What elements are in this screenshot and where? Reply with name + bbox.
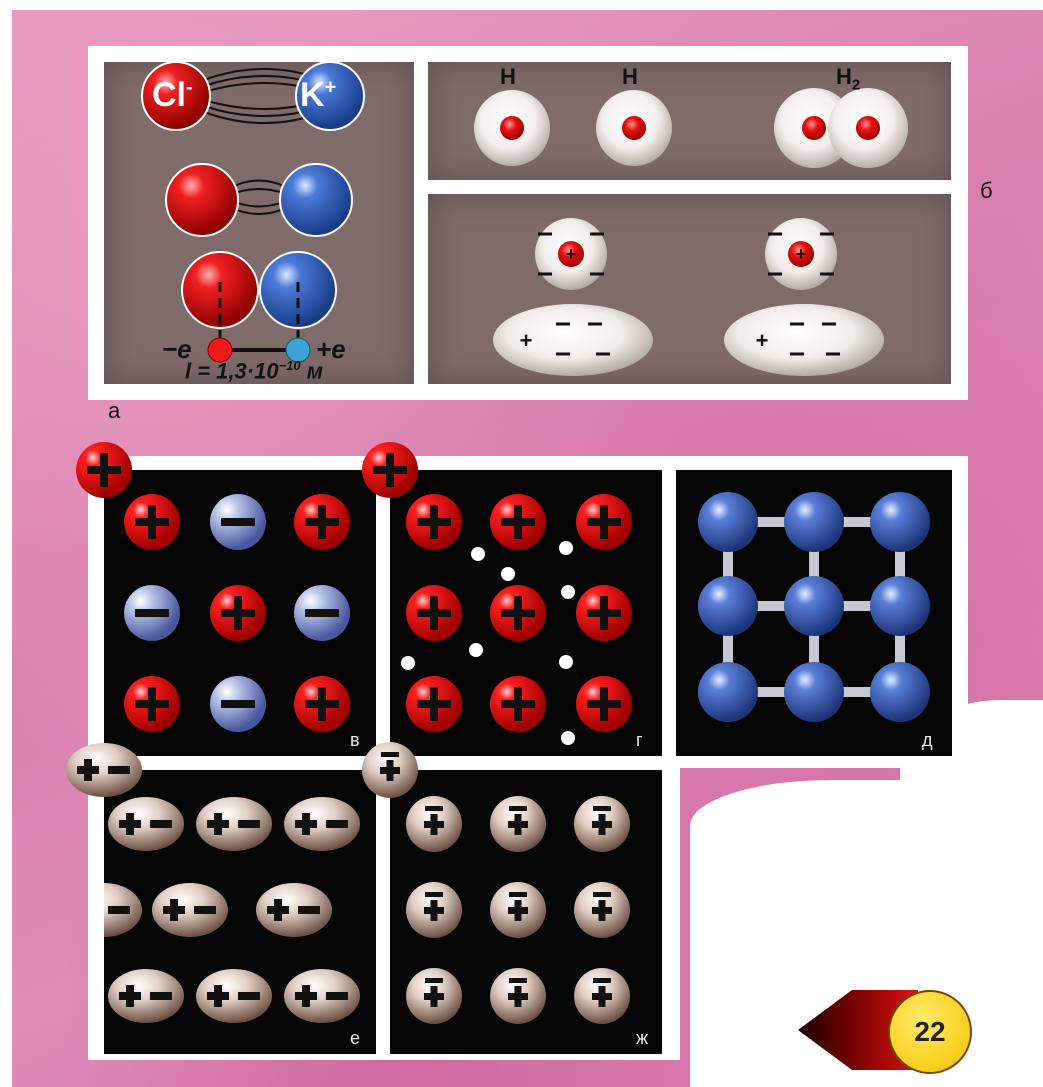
- metal-ion: [406, 676, 462, 732]
- cation-3: [210, 585, 266, 641]
- ionic-lattice: [104, 470, 376, 756]
- neutral-molecule: [490, 882, 546, 938]
- svg-text:+: +: [796, 244, 807, 264]
- panel-a-label: а: [108, 398, 120, 424]
- neutral-molecule: [574, 882, 630, 938]
- svg-text:+: +: [756, 328, 769, 353]
- metal-ion: [576, 494, 632, 550]
- hydrogen-atom-1: [474, 90, 550, 166]
- potassium-label: K+: [300, 76, 336, 115]
- neutral-molecule: [406, 796, 462, 852]
- unpolarized-atom-2: +: [765, 218, 837, 290]
- anion-1: [210, 494, 266, 550]
- nonpolar-molecular-lattice: [390, 770, 662, 1054]
- anion-4: [210, 676, 266, 732]
- dipole-molecule: [108, 969, 184, 1023]
- polar-molecular-lattice: [104, 770, 376, 1054]
- anion-2: [124, 585, 180, 641]
- dipole-molecule: [196, 797, 272, 851]
- panel-e-label: е: [350, 1028, 360, 1049]
- neutral-molecule: [574, 796, 630, 852]
- metal-ion: [490, 585, 546, 641]
- neutral-molecule: [490, 796, 546, 852]
- neutral-molecule: [490, 968, 546, 1024]
- hydrogen-molecule: [774, 88, 908, 168]
- metal-ion: [490, 676, 546, 732]
- page-margin: [0, 0, 12, 1087]
- panel-zh-label: ж: [636, 1028, 648, 1049]
- cation-4: [124, 676, 180, 732]
- cation-1: [124, 494, 180, 550]
- metal-ion: [576, 676, 632, 732]
- panel-d-label: д: [922, 730, 933, 751]
- anion-3: [294, 585, 350, 641]
- distance-label: l = 1,3·10−10 м: [185, 358, 323, 384]
- svg-text:+: +: [520, 328, 533, 353]
- hydrogen-label-1: H: [500, 64, 516, 90]
- dipole-molecule: [108, 797, 184, 851]
- ion-pair-near: [166, 164, 352, 236]
- svg-text:+: +: [566, 244, 577, 264]
- cation-5: [294, 676, 350, 732]
- polarized-atom-2: +: [724, 304, 884, 376]
- panel-g-label: г: [636, 730, 643, 751]
- atoms: [698, 492, 930, 722]
- neutral-molecule: [406, 882, 462, 938]
- metal-ion: [406, 585, 462, 641]
- dipole-molecule: [196, 969, 272, 1023]
- ion-pair-contact: [182, 252, 336, 362]
- unpolarized-atom-1: +: [535, 218, 607, 290]
- panel-b-polarization-drawing: + + + +: [428, 194, 951, 384]
- hydrogen-atom-2: [596, 90, 672, 166]
- dipole-molecule: [284, 797, 360, 851]
- hydrogen-label-2: H: [622, 64, 638, 90]
- cation-2: [294, 494, 350, 550]
- metal-ion: [490, 494, 546, 550]
- page-number: 22: [888, 990, 972, 1074]
- neutral-molecule: [574, 968, 630, 1024]
- hydrogen-molecule-label: H2: [836, 64, 860, 93]
- atomic-lattice: [676, 470, 952, 756]
- neutral-molecule: [406, 968, 462, 1024]
- dipole-molecule: [284, 969, 360, 1023]
- metal-ion: [406, 494, 462, 550]
- chlorine-label: Cl-: [152, 76, 193, 115]
- dipole-molecule: [152, 883, 228, 937]
- panel-b-label: б: [980, 178, 993, 204]
- metal-ion: [576, 585, 632, 641]
- page-margin-top: [0, 0, 1043, 10]
- panel-a-drawing: [104, 62, 414, 384]
- metal-lattice: [390, 470, 662, 756]
- panel-v-label: в: [350, 730, 360, 751]
- dipole-molecule: [256, 883, 332, 937]
- polarized-atom-1: +: [493, 304, 653, 376]
